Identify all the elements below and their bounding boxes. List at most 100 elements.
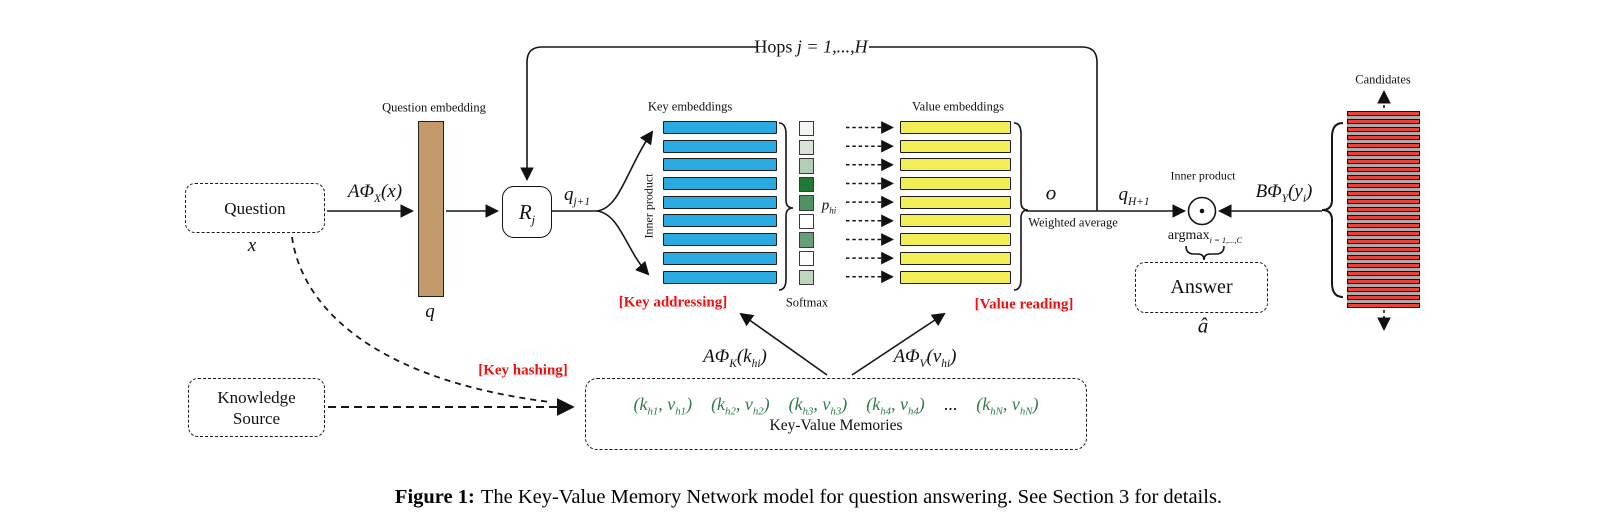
phi-y-label: BΦY(yi) [1255,181,1313,205]
memory-bar [1347,262,1420,268]
memory-bar [1347,142,1420,149]
memory-bar [1347,230,1420,237]
kv-pair: (kh1, vh1) [633,393,693,418]
key-addressing-tag: [Key addressing] [618,294,728,311]
memory-bar [663,121,777,134]
memory-bar [1347,190,1420,197]
q-final-label: qH+1 [1118,184,1150,208]
a-hat-variable: â [1197,313,1209,338]
hops-loop-left [520,46,758,182]
softmax-cell [799,269,814,286]
memory-bar [1347,206,1420,213]
memory-bar [663,214,777,228]
arrow-memories-to-key-addressing [739,312,828,376]
softmax-cell [799,232,814,248]
rj-box: Rj [502,186,552,238]
memory-bar [1347,118,1420,125]
brace-softmax [778,122,794,291]
memory-bar [1347,166,1420,173]
key-hashing-tag: [Key hashing] [478,362,568,379]
memory-bar [1347,214,1420,221]
fork-down-curve [596,210,650,276]
memory-bar [663,139,777,153]
answer-box: Answer [1135,262,1268,313]
hops-label: Hops j = 1,...,H [754,36,868,57]
key-value-memories-box: (kh1, vh1) (kh2, vh2) (kh3, vh3) (kh4, v… [585,378,1087,450]
memory-bar [900,139,1011,153]
memory-bar [900,233,1011,247]
softmax-cell [799,251,814,267]
softmax-label: Softmax [785,295,829,310]
kv-pair: (kh3, vh3) [788,393,848,418]
knowledge-source-line2: Source [232,408,281,428]
memory-bar [1347,150,1420,157]
softmax-stack [799,121,814,286]
key-value-memories-label: Key-Value Memories [769,416,903,434]
memory-bar [1347,134,1420,141]
memory-bar [1347,198,1420,205]
softmax-cell [799,176,814,193]
question-embedding-label: Question embedding [382,100,486,115]
memory-bar [1347,254,1420,261]
memory-bar [1347,174,1420,181]
memory-bar [663,270,777,284]
arrow-memories-to-value-reading [851,312,946,376]
answer-label: Answer [1170,276,1233,298]
rj-label: Rj [518,199,536,227]
inner-product-dot [1199,208,1205,214]
memory-bar [1347,158,1420,165]
brace-weighted-average [1013,122,1029,291]
softmax-cell [799,139,814,155]
memory-bar [1347,294,1420,300]
p-hi-label: phi [821,197,837,216]
memory-bar [1347,286,1420,292]
q-next-label: qj+1 [563,184,591,208]
figure-caption: Figure 1:The Key-Value Memory Network mo… [0,486,1617,509]
memory-bar [1347,302,1420,308]
memory-bar [1347,126,1420,133]
softmax-cell [799,213,814,230]
argmax-label: argmaxi = 1,...,C [1167,228,1243,245]
memory-bar [1347,278,1420,284]
memory-bar [663,195,777,209]
memory-bar [900,177,1011,191]
knowledge-source-line1: Knowledge [217,387,296,407]
memory-bar [900,251,1011,265]
memory-bar [663,251,777,265]
softmax-cell [799,121,814,137]
softmax-cell [799,195,814,211]
value-reading-tag: [Value reading] [974,296,1074,313]
memory-bar [900,158,1011,172]
brace-candidates [1321,122,1344,298]
value-embeddings-stack [900,121,1011,284]
kv-pair: (kh4, vh4) [866,393,925,418]
memory-bar [1347,238,1420,245]
question-label: Question [224,198,286,218]
hops-loop-right [869,46,1098,211]
memory-bar [1347,222,1420,229]
memory-bar [1347,111,1420,117]
tuples-ellipsis: ... [943,393,958,414]
o-variable: o [1045,180,1057,205]
memory-bar [900,270,1011,284]
candidates-stack [1347,111,1420,308]
softmax-cell [799,158,814,174]
kv-pair: (khN, vhN) [976,393,1039,418]
knowledge-source-box: Knowledge Source [188,378,325,437]
memory-bar [900,214,1011,228]
memory-bar [663,177,777,191]
inner-product-label: Inner product [1170,168,1236,183]
memory-bar [1347,246,1420,253]
question-box: Question [185,183,325,233]
weighted-average-label: Weighted average [1028,215,1118,230]
key-embeddings-label: Key embeddings [647,99,733,114]
memory-bar [663,158,777,172]
underbrace-argmax [1185,245,1225,261]
inner-product-rotated-label: Inner product [641,173,656,239]
phi-v-label: AΦV(vhi) [893,346,957,370]
candidates-label: Candidates [1355,72,1411,87]
memory-bar [900,121,1011,134]
kv-pair: (kh2, vh2) [711,393,770,418]
figure-caption-text: The Key-Value Memory Network model for q… [480,486,1223,508]
